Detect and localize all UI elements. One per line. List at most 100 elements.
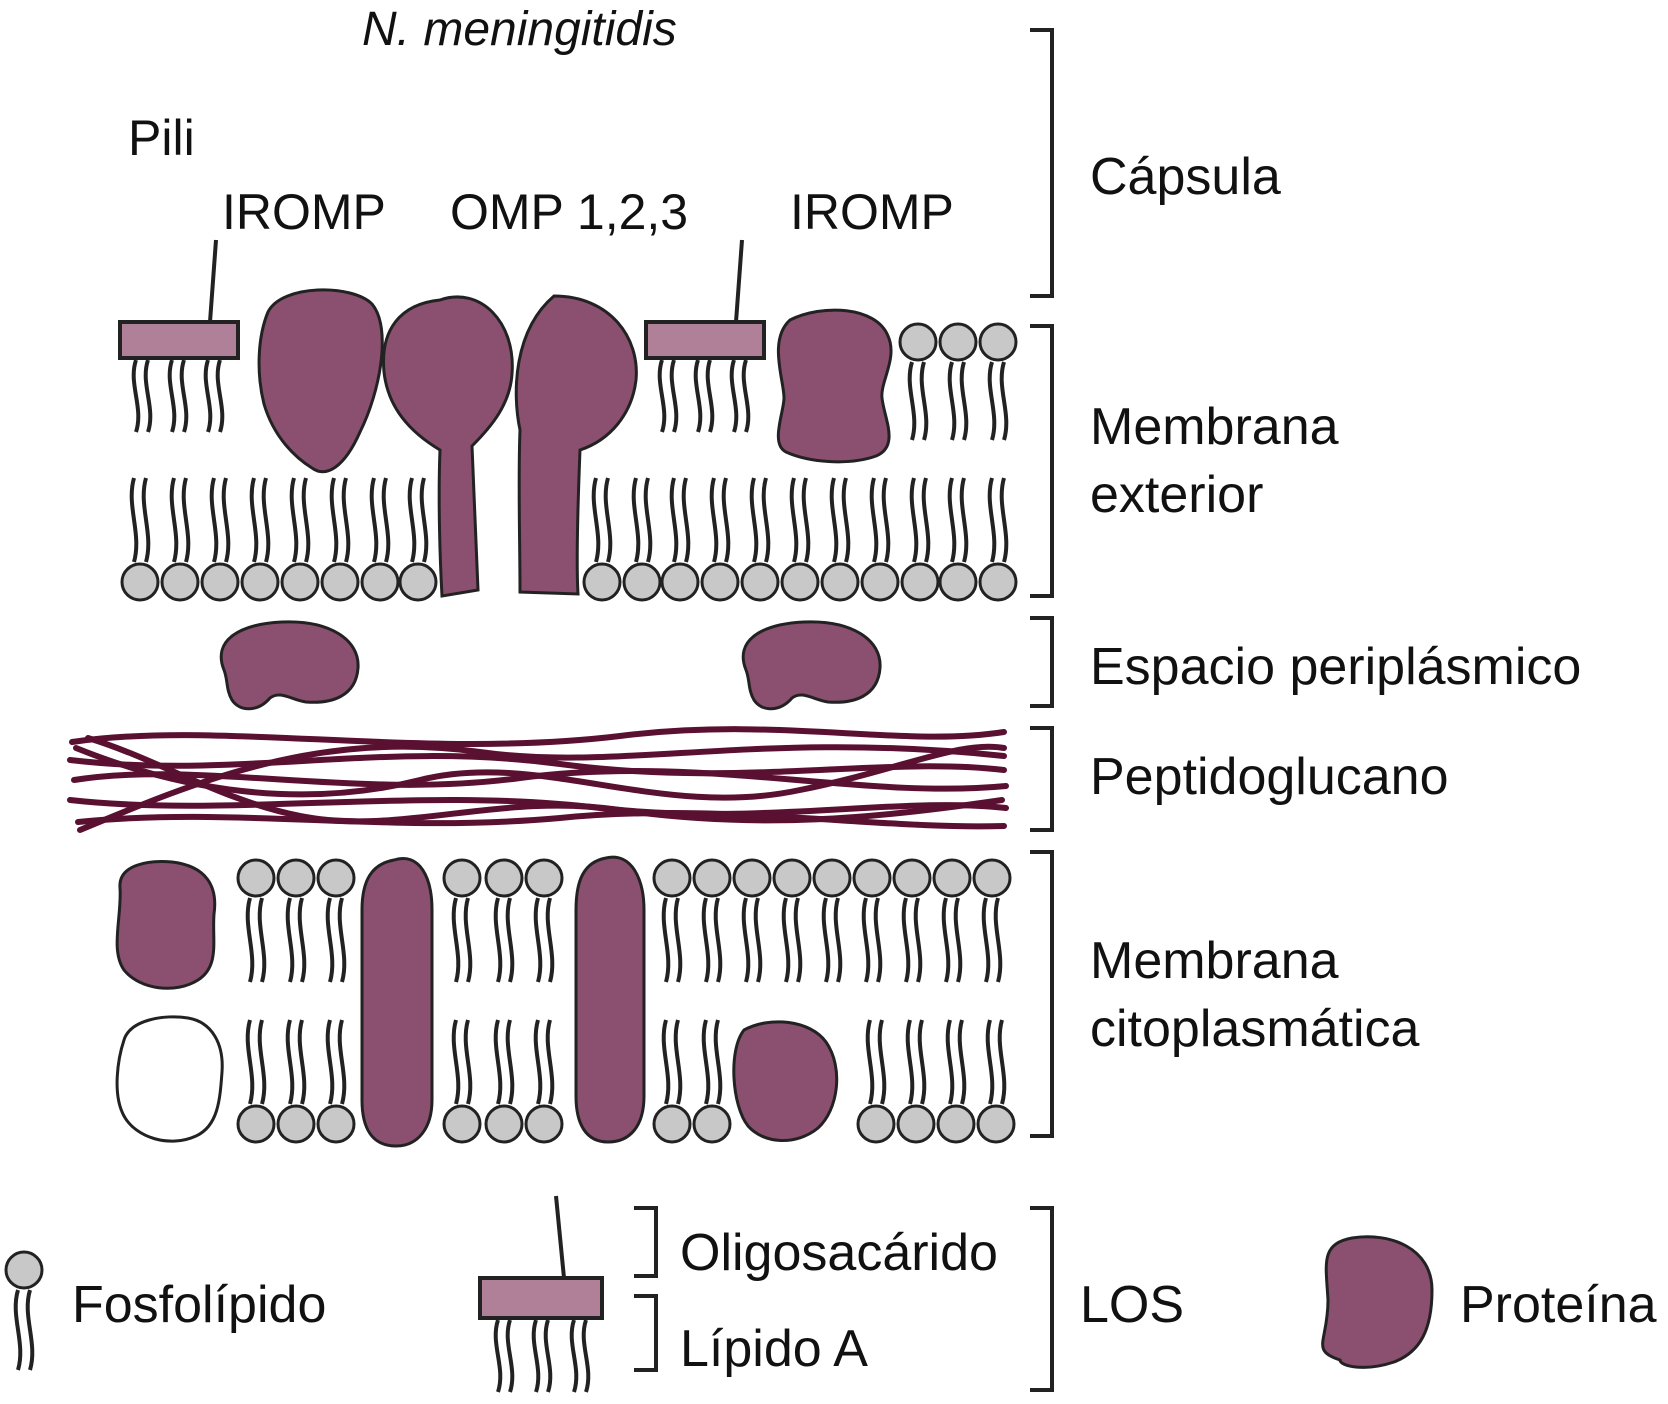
phospholipid-head — [582, 562, 622, 602]
legend-phospholipid-label: Fosfolípido — [72, 1276, 327, 1334]
omp-protein-left — [382, 295, 514, 598]
phospholipid-tail — [709, 477, 719, 563]
legend-lipid-a-tail — [493, 1319, 503, 1393]
phospholipid-tail — [953, 897, 963, 983]
cyto-protein-bottom-right — [732, 1020, 839, 1142]
peptidoglycan-strand — [73, 743, 1007, 801]
phospholipid-head — [932, 858, 972, 898]
phospholipid-tail — [261, 477, 271, 563]
phospholipid-tail — [533, 1019, 543, 1105]
lipid-a-tail — [215, 359, 225, 433]
phospholipid-tail — [909, 477, 919, 563]
phospholipid-head — [860, 562, 900, 602]
legend-bracket-oligosaccharide — [634, 1206, 658, 1278]
phospholipid-tail — [419, 477, 429, 563]
phospholipid-tail — [753, 897, 763, 983]
phospholipid-head — [524, 1104, 564, 1144]
label-omp: OMP 1,2,3 — [450, 184, 689, 240]
label-iromp-left: IROMP — [222, 184, 386, 240]
cyto-transmembrane-protein-right — [574, 855, 646, 1144]
iromp-protein-left — [257, 288, 384, 474]
bracket-peptidoglycan — [1030, 726, 1054, 832]
phospholipid-tail — [285, 897, 295, 983]
phospholipid-tail — [337, 1019, 347, 1105]
legend-lipid-a-tail — [543, 1319, 553, 1393]
phospholipid-head — [856, 1104, 896, 1144]
phospholipid-head — [160, 562, 200, 602]
phospholipid-head — [660, 562, 700, 602]
phospholipid-head — [898, 322, 938, 362]
phospholipid-head — [732, 858, 772, 898]
phospholipid-tail — [713, 1019, 723, 1105]
phospholipid-tail — [505, 897, 515, 983]
phospholipid-head — [938, 562, 978, 602]
phospholipid-head — [484, 858, 524, 898]
phospholipid-tail — [631, 477, 641, 563]
phospholipid-tail — [285, 1019, 295, 1105]
phospholipid-tail — [781, 897, 791, 983]
phospholipid-tail — [381, 477, 391, 563]
phospholipid-tail — [761, 477, 771, 563]
phospholipid-tail — [169, 477, 179, 563]
lipid-a-tail — [741, 359, 751, 433]
phospholipid-tail — [873, 897, 883, 983]
phospholipid-tail — [245, 1019, 255, 1105]
phospholipid-tail — [661, 1019, 671, 1105]
label-pili: Pili — [128, 110, 195, 166]
phospholipid-tail — [985, 1019, 995, 1105]
phospholipid-head — [976, 1104, 1016, 1144]
phospholipid-head — [442, 1104, 482, 1144]
phospholipid-head — [652, 1104, 692, 1144]
peptidoglycan-strand — [69, 726, 1007, 747]
phospholipid-head — [740, 562, 780, 602]
phospholipid-head — [622, 562, 662, 602]
phospholipid-tail — [329, 477, 339, 563]
phospholipid-tail — [297, 897, 307, 983]
legend-lipid-a-label: Lípido A — [680, 1320, 868, 1378]
phospholipid-tail — [289, 477, 299, 563]
legend-bracket-los — [1030, 1206, 1054, 1392]
cyto-protein-bottom-left-outline — [115, 1015, 224, 1143]
lipid-a-tail — [143, 359, 153, 433]
phospholipid-tail — [947, 361, 957, 441]
phospholipid-head — [484, 1104, 524, 1144]
legend-lipid-a-tail — [569, 1319, 579, 1393]
phospholipid-tail — [921, 477, 931, 563]
omp-protein-right — [514, 294, 638, 596]
phospholipid-head — [820, 562, 860, 602]
legend-phospholipid-tail — [25, 1289, 35, 1371]
phospholipid-tail — [877, 1019, 887, 1105]
phospholipid-tail — [841, 477, 851, 563]
phospholipid-tail — [861, 897, 871, 983]
diagram-title: N. meningitidis — [362, 3, 677, 56]
phospholipid-tail — [701, 1019, 711, 1105]
phospholipid-head — [120, 562, 160, 602]
phospholipid-head — [812, 858, 852, 898]
phospholipid-tail — [987, 361, 997, 441]
phospholipid-tail — [505, 1019, 515, 1105]
legend-los-label: LOS — [1080, 1276, 1185, 1334]
phospholipid-tail — [821, 897, 831, 983]
phospholipid-head — [200, 562, 240, 602]
phospholipid-tail — [257, 1019, 267, 1105]
bracket-cyto-membrane — [1030, 850, 1054, 1138]
phospholipid-head — [320, 562, 360, 602]
phospholipid-head — [316, 858, 356, 898]
phospholipid-tail — [141, 477, 151, 563]
phospholipid-tail — [407, 477, 417, 563]
legend-bracket-lipid-a — [634, 1294, 658, 1372]
los-block-left — [118, 320, 240, 360]
legend-lipid-a-tail — [581, 1319, 591, 1393]
phospholipid-tail — [997, 1019, 1007, 1105]
phospholipid-tail — [917, 1019, 927, 1105]
phospholipid-tail — [545, 1019, 555, 1105]
phospholipid-tail — [941, 897, 951, 983]
phospholipid-tail — [451, 897, 461, 983]
label-iromp-right: IROMP — [790, 184, 954, 240]
bracket-outer-membrane — [1030, 324, 1054, 598]
label-outer-membrane-2: exterior — [1090, 466, 1264, 524]
phospholipid-tail — [337, 897, 347, 983]
phospholipid-tail — [905, 1019, 915, 1105]
legend-protein-shape — [1321, 1235, 1434, 1369]
phospholipid-tail — [661, 897, 671, 983]
